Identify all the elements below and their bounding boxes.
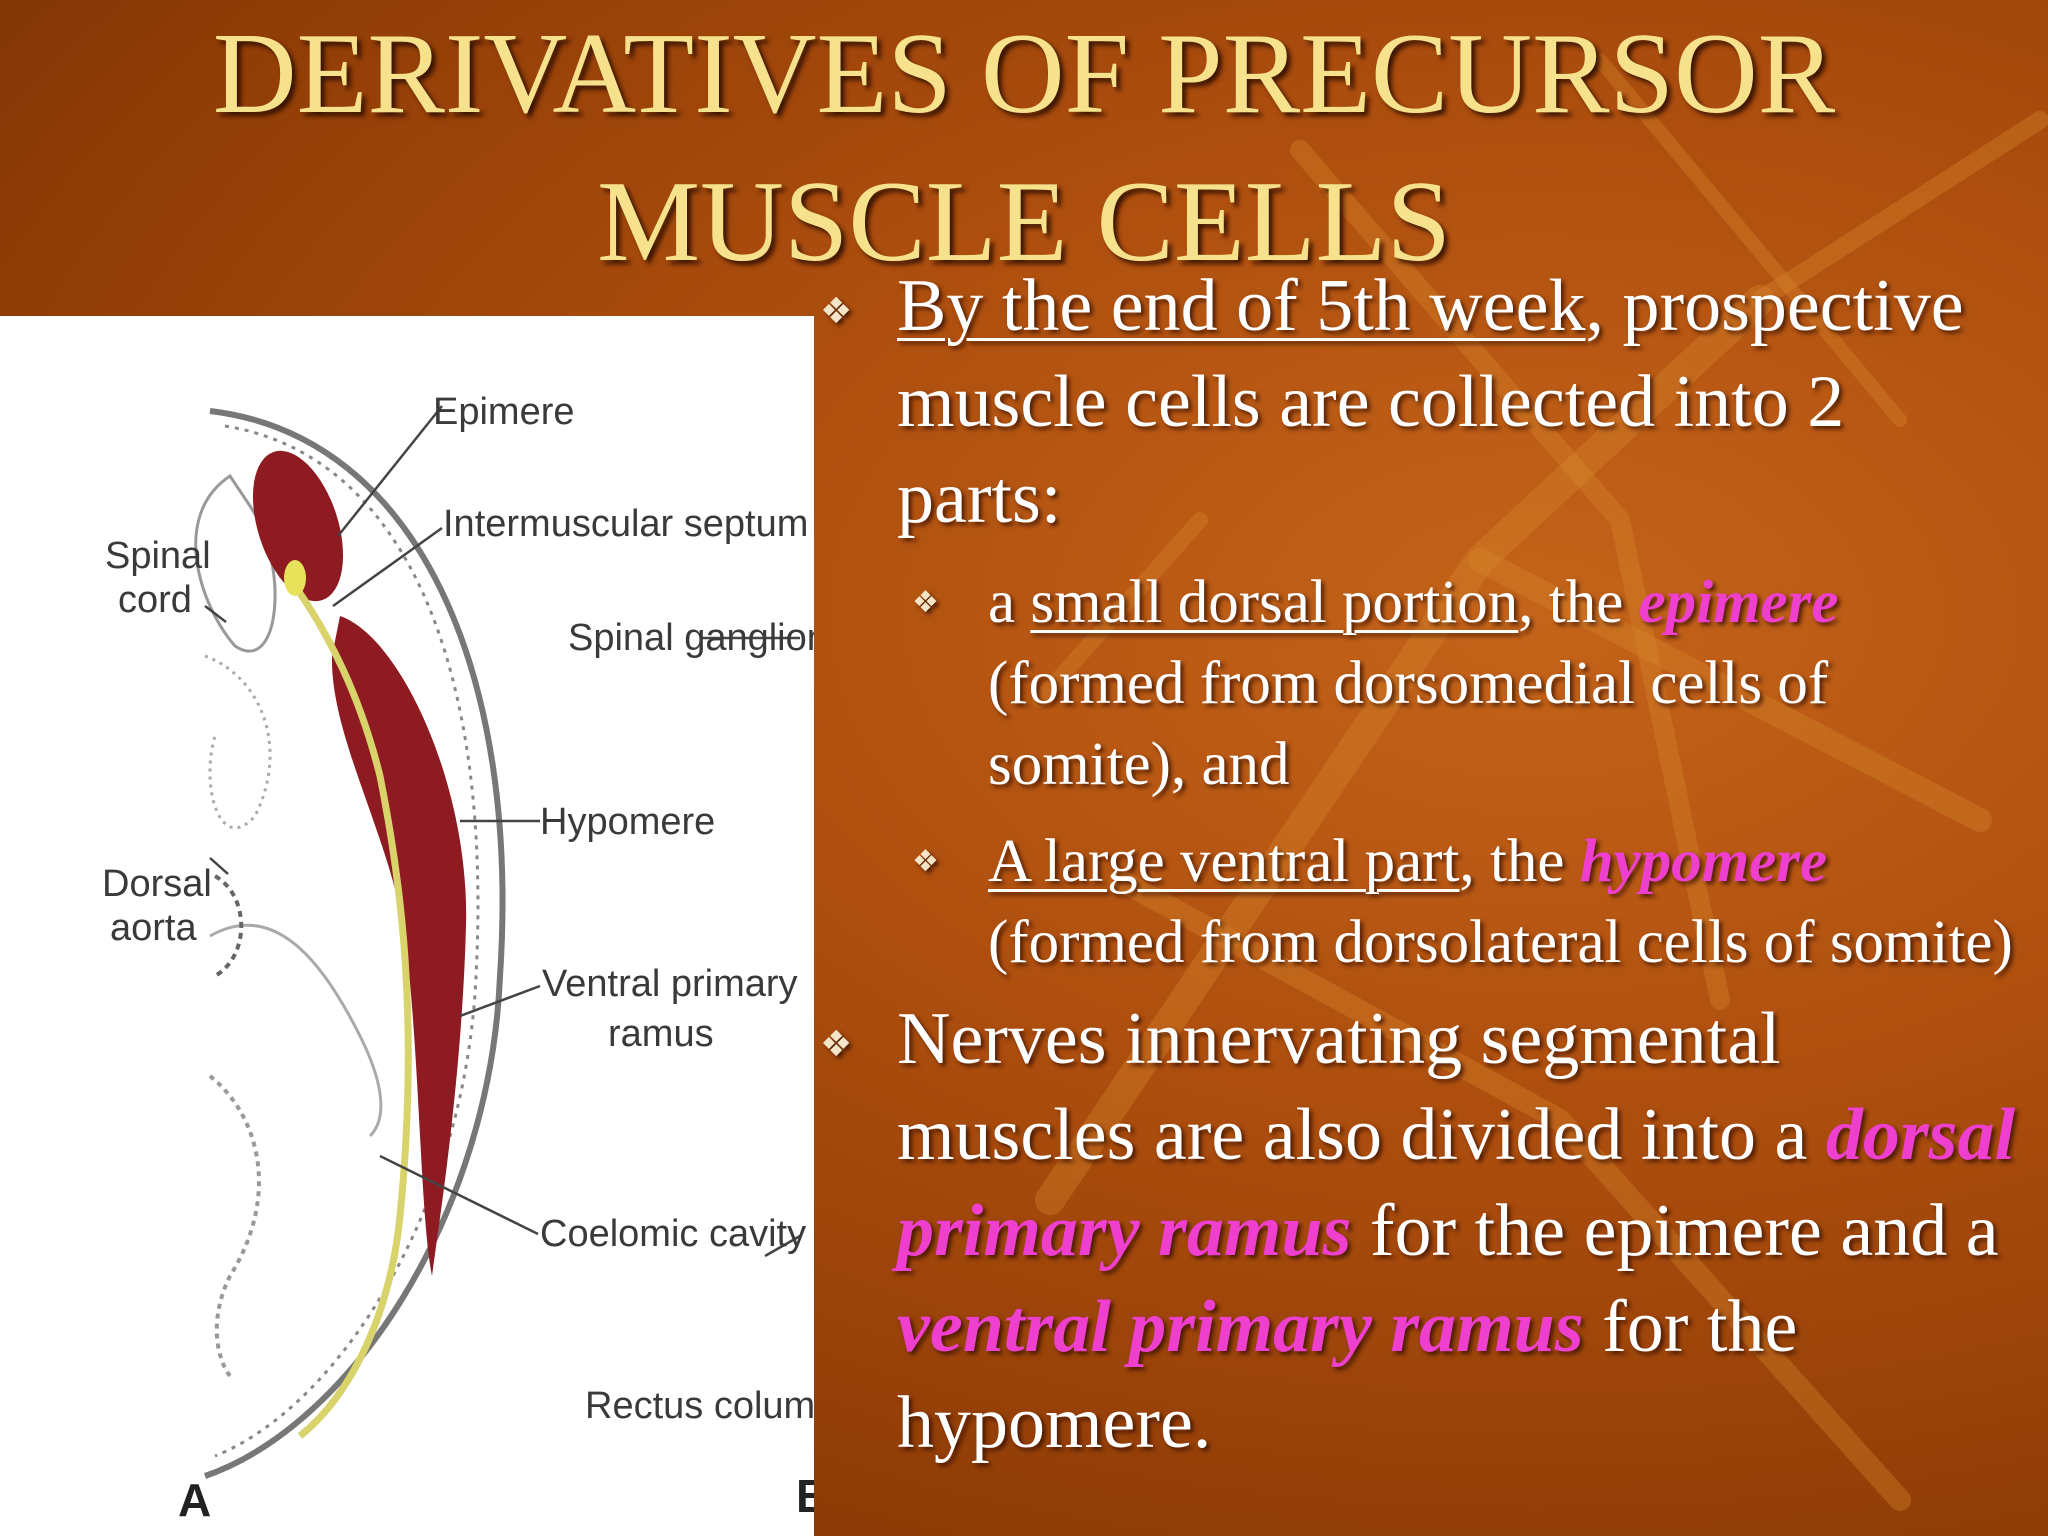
- sub-bullet-underlined: small dorsal portion: [1030, 569, 1519, 636]
- slide-title: DERIVATIVES OF PRECURSOR MUSCLE CELLS: [60, 0, 1988, 296]
- title-line-2: MUSCLE CELLS: [597, 158, 1451, 286]
- sub-bullet-rest: (formed from dorsomedial cells of somite…: [988, 650, 1829, 798]
- label-spinal: Spinal: [105, 535, 211, 577]
- bullet-fifth-week: ❖ By the end of 5th week, prospective mu…: [820, 258, 2020, 546]
- nerve-path: [292, 583, 412, 1439]
- sub-bullet-hypomere: ❖ A large ventral part, the hypomere (fo…: [820, 821, 2020, 983]
- title-line-1: DERIVATIVES OF PRECURSOR: [212, 10, 1836, 138]
- label-intermuscular-septum: Intermuscular septum: [443, 503, 808, 545]
- epimere-muscle: [252, 450, 344, 602]
- label-dorsal: Dorsal: [102, 863, 212, 905]
- label-rectus-column: Rectus column: [585, 1385, 814, 1427]
- sub-bullet-mid: , the: [1518, 569, 1639, 636]
- label-coelomic-cavity: Coelomic cavity: [540, 1213, 806, 1255]
- sub-bullet-epimere: ❖ a small dorsal portion, the epimere (f…: [820, 562, 2020, 805]
- slide-body-text: ❖ By the end of 5th week, prospective mu…: [820, 258, 2020, 1471]
- diamond-bullet-icon: ❖: [912, 844, 939, 879]
- diamond-bullet-icon: ❖: [912, 585, 939, 620]
- bullet-nerves: ❖ Nerves innervating segmental muscles a…: [820, 991, 2020, 1471]
- bullet-lead: Nerves innervating segmental muscles are…: [897, 998, 1826, 1176]
- diamond-bullet-icon: ❖: [820, 1024, 853, 1065]
- hypomere-muscle: [331, 616, 467, 1276]
- bullet-underlined-text: By the end of 5th week: [897, 265, 1586, 347]
- figure-drawing: Epimere Intermuscular septum Spinal cord…: [102, 391, 814, 1526]
- notochord-region: [204, 654, 272, 830]
- label-aorta: aorta: [110, 907, 197, 949]
- term-hypomere: hypomere: [1579, 828, 1828, 895]
- sub-bullet-underlined: A large ventral part: [988, 828, 1460, 895]
- diamond-bullet-icon: ❖: [820, 291, 853, 332]
- sub-bullet-lead: a: [988, 569, 1031, 636]
- term-epimere: epimere: [1638, 569, 1839, 636]
- sub-bullet-rest: (formed from dorsolateral cells of somit…: [988, 909, 2013, 976]
- label-panel-a: A: [178, 1474, 211, 1526]
- label-ventral-primary: Ventral primary: [542, 963, 798, 1005]
- label-panel-b: B: [796, 1470, 814, 1522]
- label-cord: cord: [118, 579, 192, 621]
- label-ramus: ramus: [608, 1013, 714, 1055]
- label-spinal-ganglion: Spinal ganglion: [568, 617, 814, 659]
- bullet-rest: for the hypomere.: [897, 1286, 1798, 1464]
- aorta-outline: [213, 874, 244, 978]
- bullet-mid: for the epimere and a: [1351, 1190, 1999, 1272]
- term-dorsal-primary-ramus: dorsal primary ramus: [897, 1094, 2016, 1272]
- term-ventral-primary-ramus: ventral primary ramus: [897, 1286, 1584, 1368]
- label-hypomere: Hypomere: [540, 801, 715, 843]
- embryo-cross-section-figure: Epimere Intermuscular septum Spinal cord…: [0, 316, 814, 1536]
- gut-outline: [208, 1074, 261, 1378]
- label-epimere: Epimere: [433, 391, 575, 433]
- coelomic-outline: [209, 923, 383, 1138]
- bullet-text: , prospective muscle cells are collected…: [897, 265, 1964, 539]
- spinal-ganglion: [284, 560, 306, 596]
- sub-bullet-mid: , the: [1459, 828, 1580, 895]
